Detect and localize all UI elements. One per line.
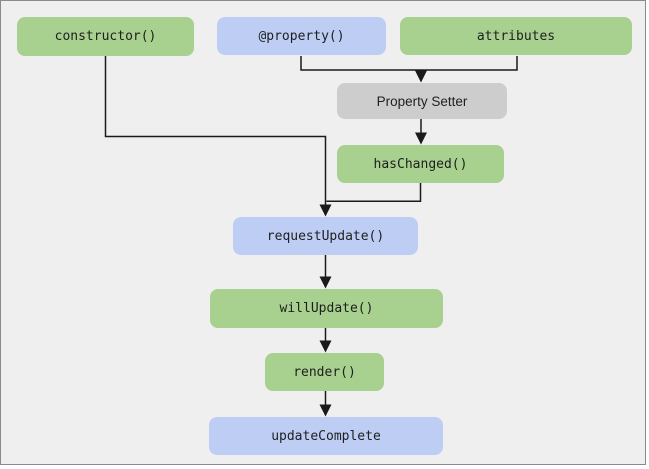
node-request-update: requestUpdate() (233, 217, 418, 255)
edge-constructor-to-request-update (104, 56, 332, 217)
node-will-update: willUpdate() (210, 289, 443, 328)
node-property-decorator: @property() (217, 17, 386, 55)
node-update-complete: updateComplete (209, 417, 443, 455)
node-property-setter: Property Setter (337, 83, 507, 119)
node-update-complete-label: updateComplete (271, 428, 381, 444)
node-constructor-label: constructor() (54, 29, 157, 44)
node-render: render() (265, 353, 384, 391)
edge-has-changed-to-request-update (326, 183, 422, 202)
node-attributes-label: attributes (476, 28, 556, 44)
node-request-update-label: requestUpdate() (266, 228, 385, 244)
node-attributes: attributes (400, 17, 632, 55)
node-constructor: constructor() (17, 17, 194, 56)
node-has-changed-label: hasChanged() (373, 156, 468, 172)
node-render-label: render() (293, 364, 356, 380)
node-will-update-label: willUpdate() (279, 301, 374, 316)
node-has-changed: hasChanged() (337, 145, 504, 183)
edge-property-attributes-junction (300, 56, 518, 71)
node-property-setter-label: Property Setter (376, 93, 468, 109)
node-property-decorator-label: @property() (258, 28, 345, 44)
